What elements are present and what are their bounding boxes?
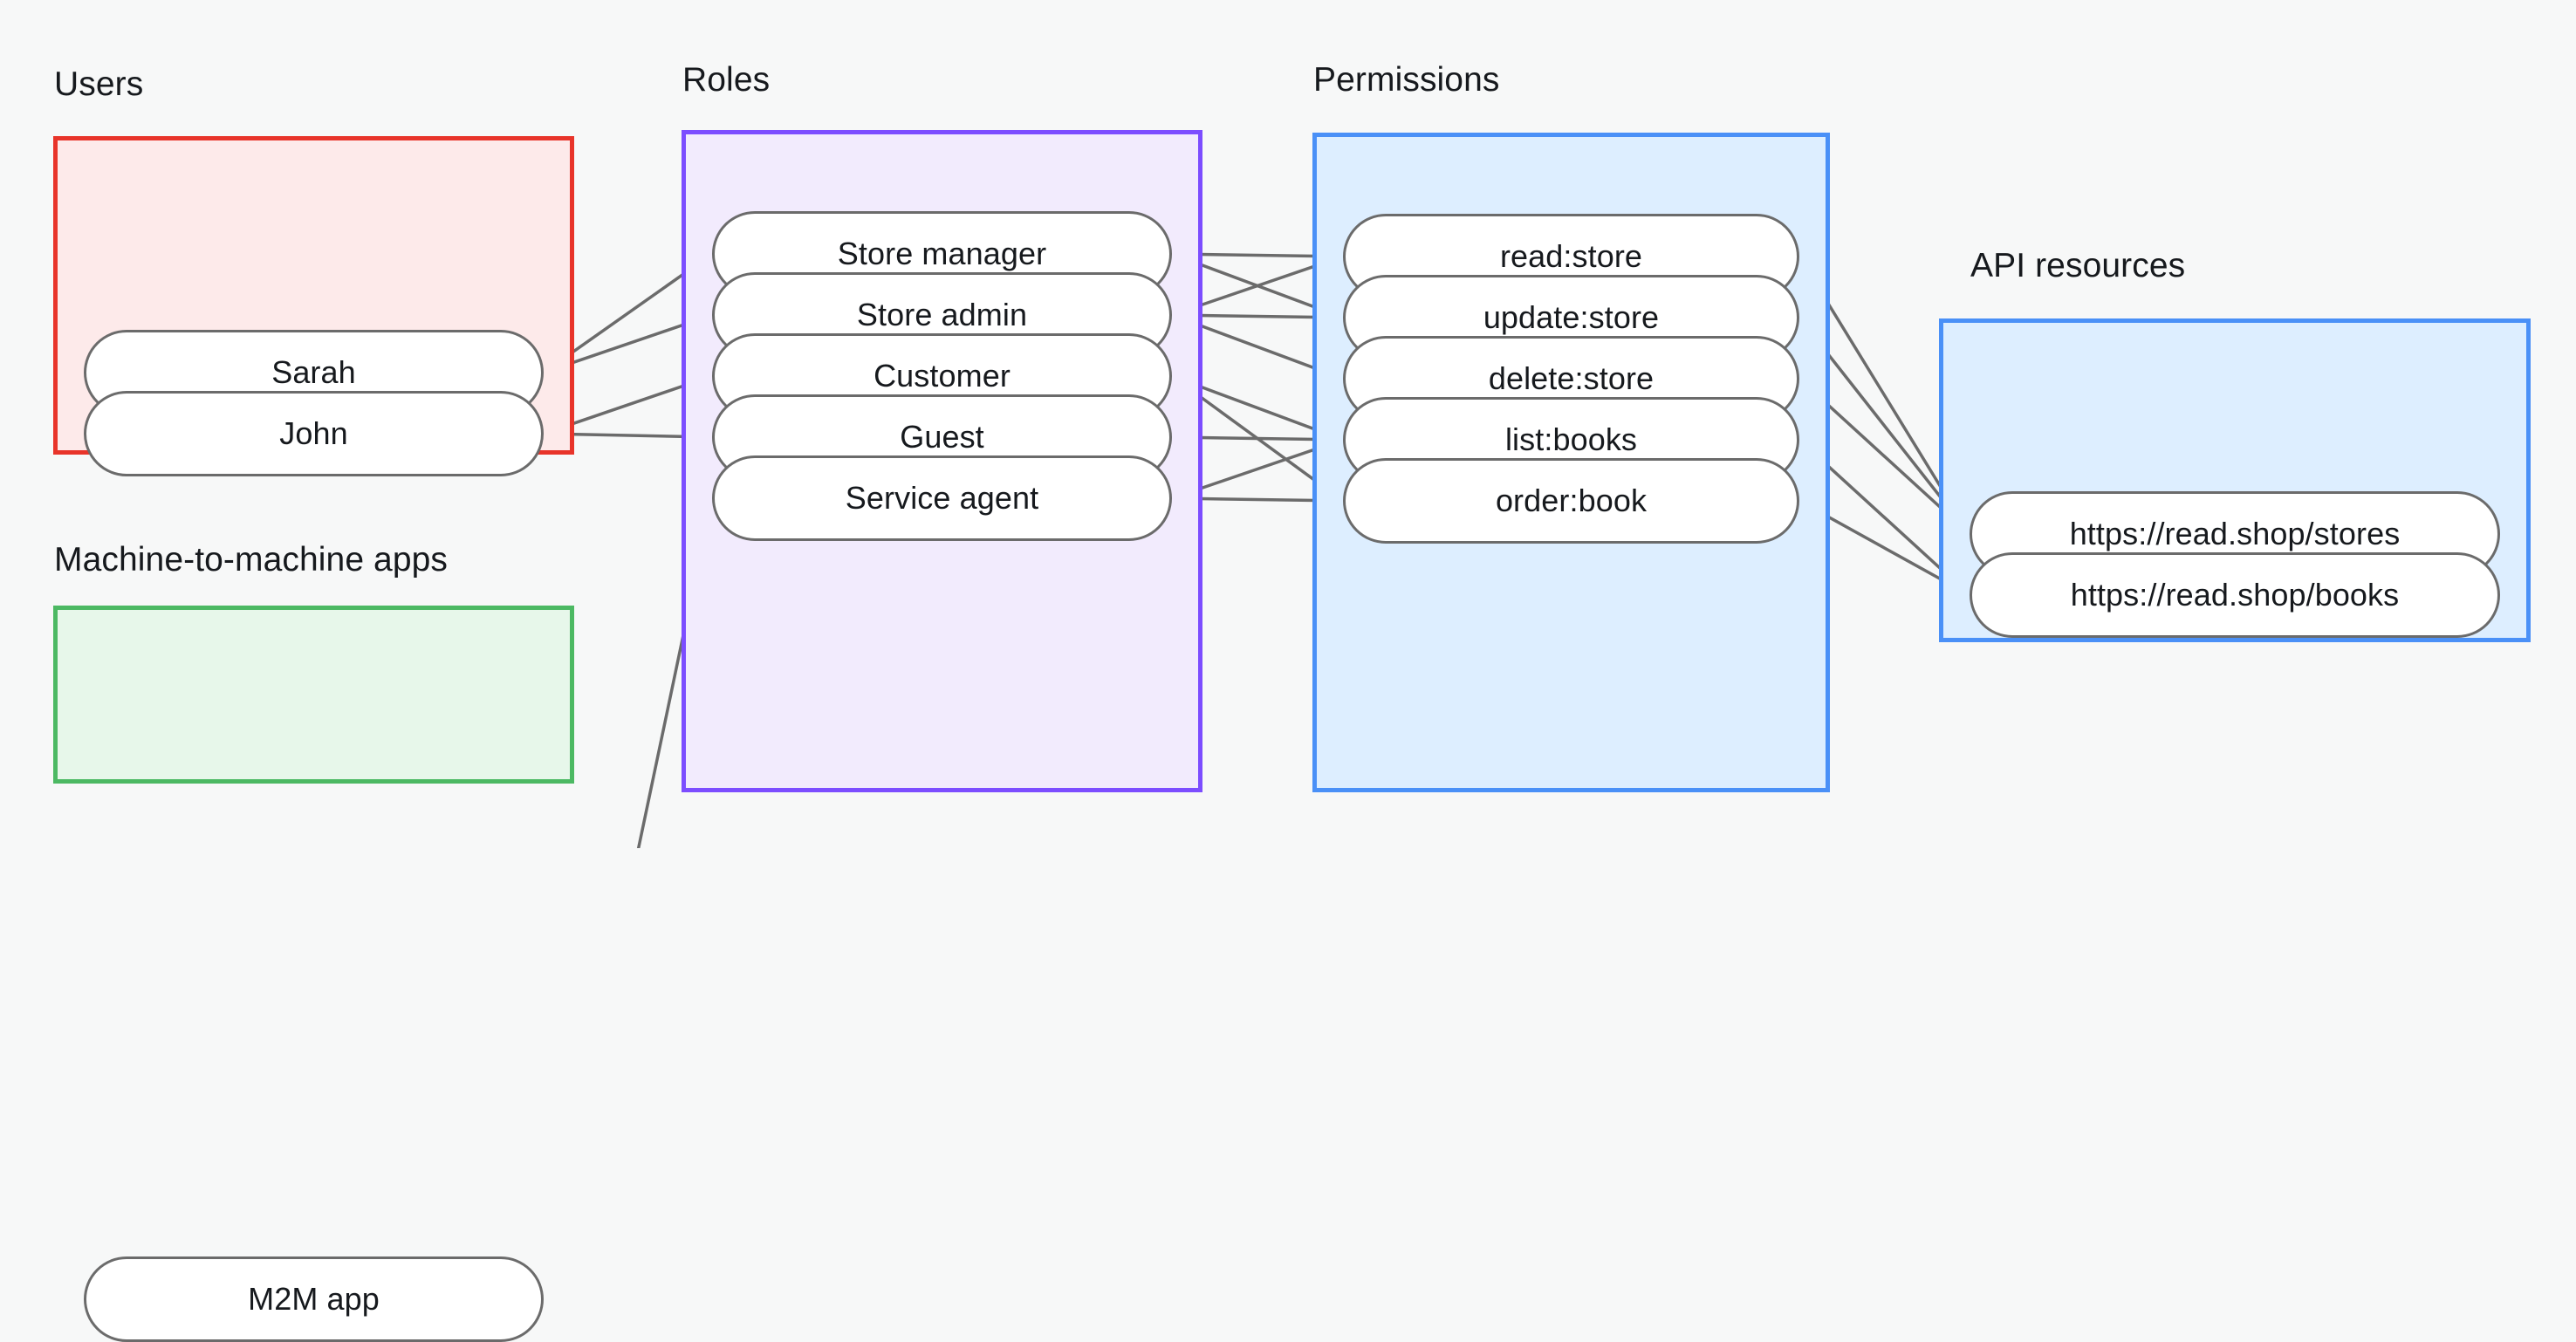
node-label: https://read.shop/books xyxy=(2070,577,2400,613)
node-label: read:store xyxy=(1499,238,1643,274)
node-label: order:book xyxy=(1495,483,1648,518)
group-caption-users: Users xyxy=(54,65,144,103)
node-order-book[interactable]: order:book xyxy=(1343,458,1799,544)
node-label: https://read.shop/stores xyxy=(2069,516,2401,551)
node-label: list:books xyxy=(1504,421,1638,457)
node-label: Service agent xyxy=(845,480,1039,516)
node-label: Customer xyxy=(874,358,1011,394)
node-m2mapp[interactable]: M2M app xyxy=(84,1256,544,1342)
node-label: delete:store xyxy=(1488,360,1655,396)
group-caption-roles: Roles xyxy=(682,61,771,99)
group-caption-m2m: Machine-to-machine apps xyxy=(54,541,449,579)
node-label: Guest xyxy=(900,419,984,455)
group-caption-api-resources: API resources xyxy=(1970,247,2186,284)
node-label: Store manager xyxy=(837,236,1047,271)
node-john[interactable]: John xyxy=(84,391,544,476)
node-label: John xyxy=(279,415,348,451)
group-box-m2m xyxy=(53,606,574,784)
node-label: M2M app xyxy=(248,1281,380,1317)
node-service-agent[interactable]: Service agent xyxy=(712,455,1172,541)
node-label: Store admin xyxy=(856,297,1028,332)
node-api-books[interactable]: https://read.shop/books xyxy=(1970,552,2500,638)
node-label: update:store xyxy=(1483,299,1660,335)
node-label: Sarah xyxy=(271,354,356,390)
group-caption-permissions: Permissions xyxy=(1313,61,1500,99)
